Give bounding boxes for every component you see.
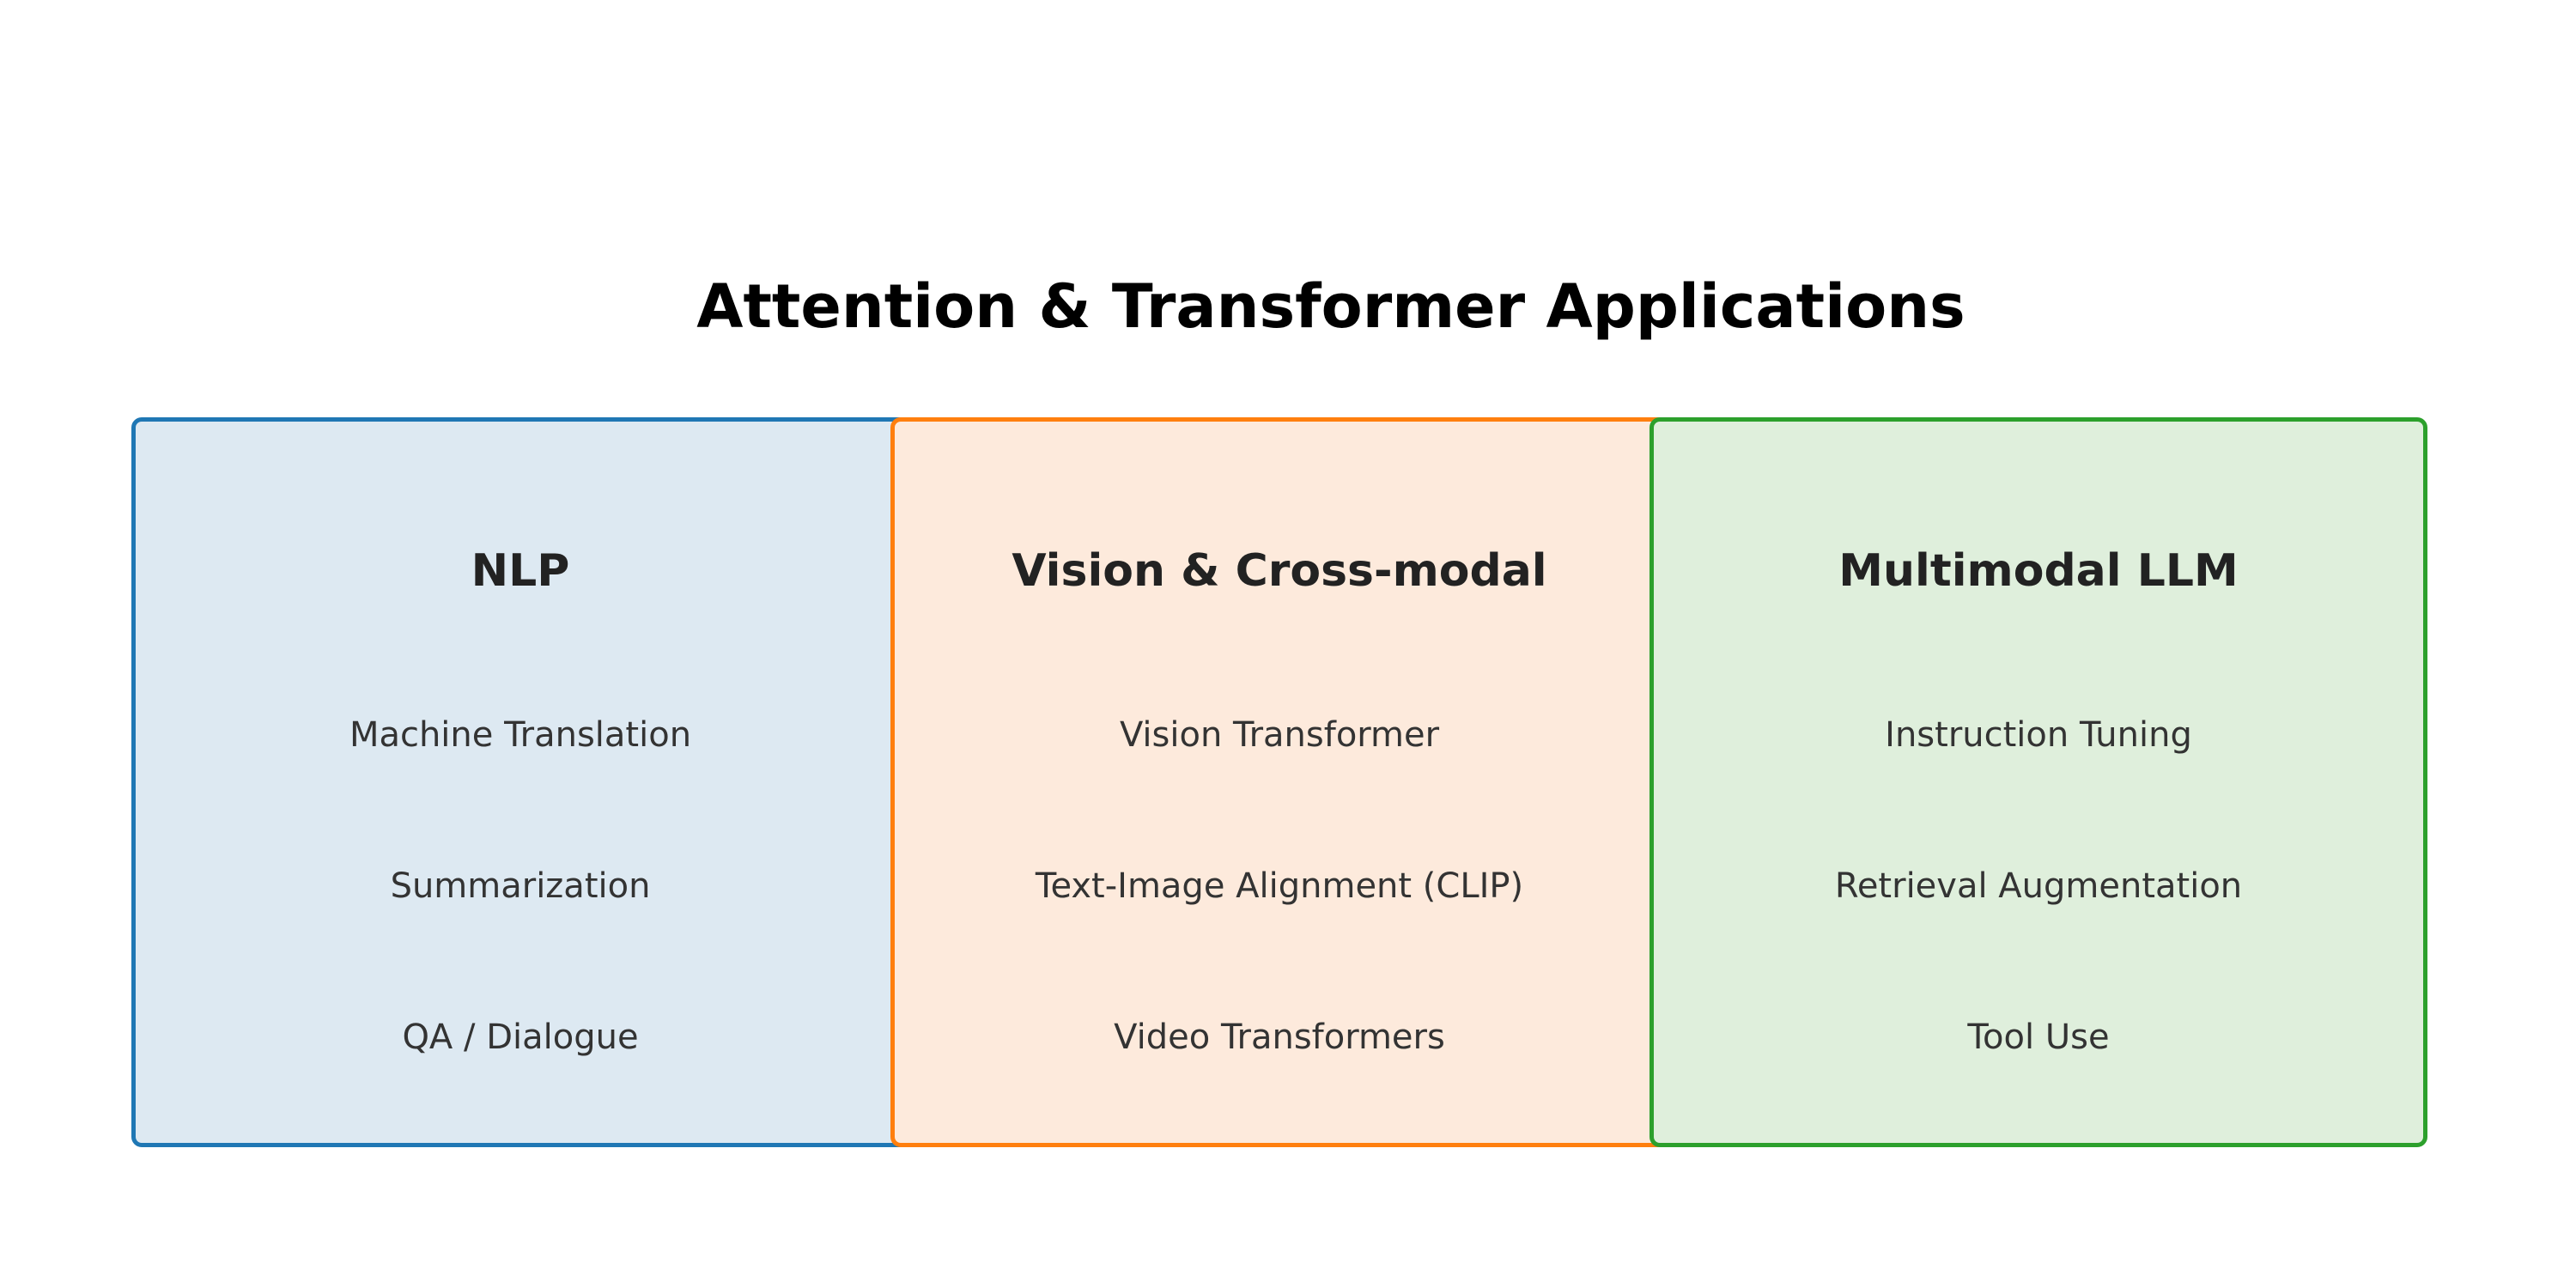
diagram-title: Attention & Transformer Applications (696, 271, 1965, 342)
panel-multimodal-llm: Multimodal LLM Instruction Tuning Retrie… (1649, 417, 2427, 1147)
panel-item-summarization: Summarization (390, 866, 651, 906)
panel-heading-multimodal-llm: Multimodal LLM (1838, 545, 2239, 597)
panel-heading-nlp: NLP (471, 545, 570, 597)
panel-item-machine-translation: Machine Translation (349, 715, 692, 755)
panel-item-instruction-tuning: Instruction Tuning (1885, 715, 2192, 755)
panel-nlp: NLP Machine Translation Summarization QA… (131, 417, 909, 1147)
panel-item-qa-dialogue: QA / Dialogue (402, 1018, 639, 1057)
panel-item-video-transformers: Video Transformers (1114, 1018, 1445, 1057)
panel-item-retrieval-augmentation: Retrieval Augmentation (1834, 866, 2243, 906)
panel-item-text-image-alignment: Text-Image Alignment (CLIP) (1035, 866, 1524, 906)
panel-item-vision-transformer: Vision Transformer (1119, 715, 1440, 755)
panel-heading-vision-cross-modal: Vision & Cross-modal (1012, 545, 1547, 597)
panel-vision-cross-modal: Vision & Cross-modal Vision Transformer … (890, 417, 1668, 1147)
panel-item-tool-use: Tool Use (1967, 1018, 2110, 1057)
